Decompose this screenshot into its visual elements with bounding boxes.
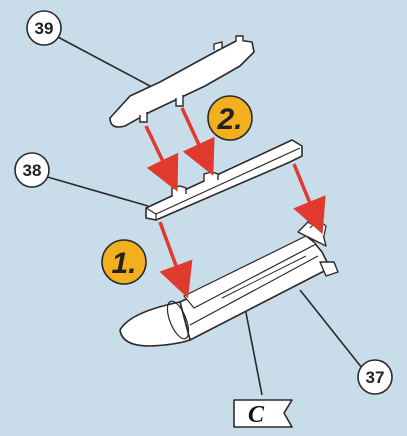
assembly-arrows (144, 107, 326, 299)
step-badge-2: 2. (207, 95, 253, 141)
part-38-rail (145, 139, 303, 221)
part-37-missile (119, 219, 339, 347)
part-39-panel (109, 35, 255, 128)
callout-label-37: 37 (366, 368, 385, 387)
callout-label-38: 38 (23, 161, 42, 180)
variant-flag: C (233, 399, 293, 428)
arrow-rail-to-missile-front (158, 221, 193, 299)
leader-line-38 (43, 175, 149, 207)
step-badge-1: 1. (101, 239, 147, 285)
callout-37: 37 (357, 359, 393, 395)
arrow-rail-to-missile-rear (292, 163, 326, 235)
arrow-panel-to-rail-left (144, 125, 179, 192)
step-label-2: 2. (216, 103, 242, 136)
arrow-panel-to-rail-right (180, 107, 215, 176)
flag-label: C (248, 402, 265, 428)
callout-39: 39 (26, 10, 62, 46)
callout-label-39: 39 (35, 19, 54, 38)
leader-line-39 (55, 35, 151, 87)
leader-line-37 (299, 289, 363, 369)
step-label-1: 1. (111, 247, 136, 280)
callout-38: 38 (14, 152, 50, 188)
